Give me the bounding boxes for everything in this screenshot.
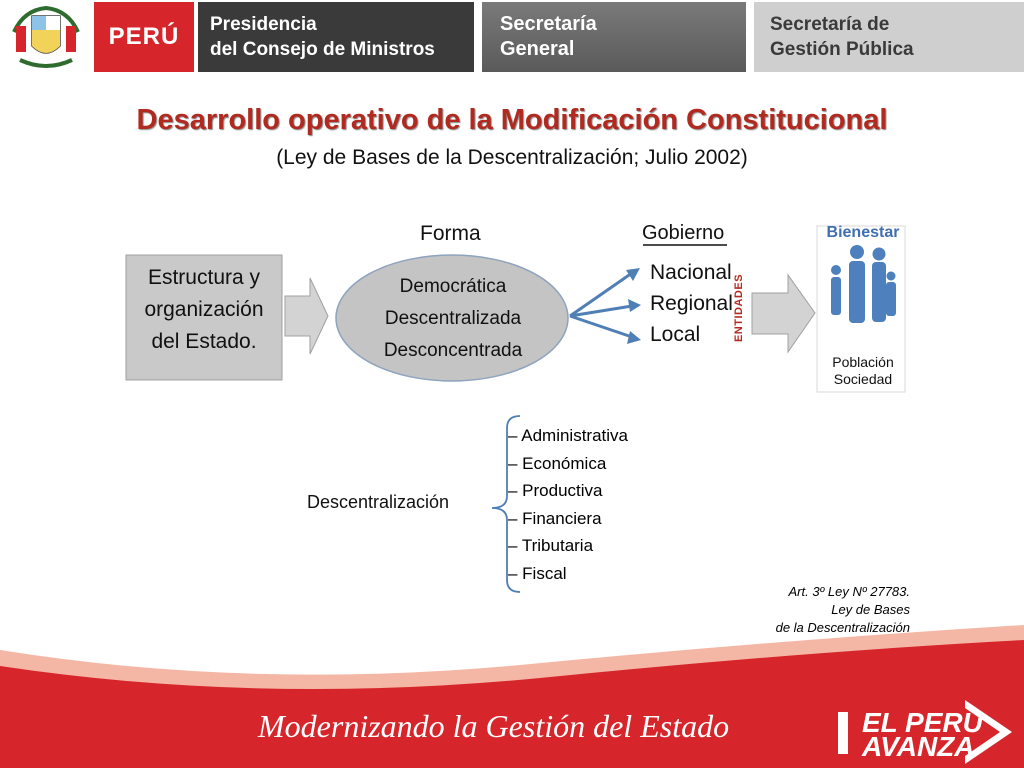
gobierno-arrows <box>569 268 641 344</box>
forma-item-democratica: Democrática <box>399 276 507 297</box>
poblacion-line: Población <box>832 354 894 370</box>
slide-subtitle: (Ley de Bases de la Descentralización; J… <box>276 146 748 169</box>
list-item: – Fiscal <box>508 563 567 583</box>
estructura-box <box>125 254 283 381</box>
gobierno-item-local: Local <box>650 323 701 346</box>
header-secretaria-general: Secretaría General <box>482 2 746 72</box>
poblacion-text: Población Sociedad <box>817 354 909 388</box>
forma-label: Forma <box>420 222 481 245</box>
footer-wave <box>0 640 1024 768</box>
list-item: – Tributaria <box>508 536 594 555</box>
entidades-label: ENTIDADES <box>733 273 745 343</box>
coat-of-arms-icon <box>12 5 80 68</box>
header-presidencia: Presidencia del Consejo de Ministros <box>198 2 474 72</box>
descentralizacion-list: – Administrativa – Económica – Productiv… <box>508 422 628 587</box>
estructura-line3: del Estado. <box>151 330 257 353</box>
family-people-icon <box>831 245 896 323</box>
law-reference: Art. 3º Ley Nº 27783. Ley de Bases de la… <box>700 583 910 637</box>
header-presidencia-line1: Presidencia <box>210 14 317 35</box>
header-secretaria-line1: Secretaría <box>500 13 597 35</box>
gobierno-items: Nacional Regional Local <box>650 257 733 350</box>
list-item: – Financiera <box>508 508 602 528</box>
reference-line1: Art. 3º Ley Nº 27783. <box>788 584 910 599</box>
sociedad-line: Sociedad <box>833 371 893 387</box>
el-peru-avanza-logo <box>838 700 1012 764</box>
slide-title: Desarrollo operativo de la Modificación … <box>136 104 888 136</box>
logo-line2: AVANZA <box>862 731 975 762</box>
arrow-to-forma <box>284 277 329 355</box>
list-item: – Económica <box>508 453 607 473</box>
list-item: – Administrativa <box>508 426 628 445</box>
gobierno-label: Gobierno <box>642 222 725 244</box>
estructura-line2: organización <box>144 298 264 321</box>
logo-line1: EL PERU <box>862 707 983 738</box>
estructura-line1: Estructura y <box>147 266 261 289</box>
header-secretaria-line2: General <box>500 38 575 60</box>
peru-badge: PERÚ <box>94 2 194 72</box>
arrow-to-bienestar <box>751 273 816 354</box>
descentralizacion-label: Descentralización <box>307 492 450 512</box>
header-gestion-line1: Secretaría de <box>770 14 890 35</box>
forma-items: Democrática Descentralizada Desconcentra… <box>338 271 568 367</box>
header-gestion-line2: Gestión Pública <box>770 39 914 60</box>
footer-slogan: Modernizando la Gestión del Estado <box>258 708 730 744</box>
gobierno-item-regional: Regional <box>650 292 733 315</box>
bienestar-label: Bienestar <box>826 224 900 241</box>
estructura-text: Estructura y organización del Estado. <box>126 262 282 358</box>
header-presidencia-line2: del Consejo de Ministros <box>210 39 435 60</box>
forma-item-desconcentrada: Desconcentrada <box>383 340 523 361</box>
header-banner: PERÚ Presidencia del Consejo de Ministro… <box>0 0 1024 74</box>
reference-line3: de la Descentralización <box>775 620 910 635</box>
list-item: – Productiva <box>508 481 603 500</box>
forma-ellipse <box>335 254 569 382</box>
reference-line2: Ley de Bases <box>831 602 910 617</box>
brace-icon <box>491 415 521 593</box>
forma-item-descentralizada: Descentralizada <box>384 308 522 329</box>
gobierno-item-nacional: Nacional <box>650 261 732 284</box>
header-gestion-publica: Secretaría de Gestión Pública <box>754 2 1024 72</box>
